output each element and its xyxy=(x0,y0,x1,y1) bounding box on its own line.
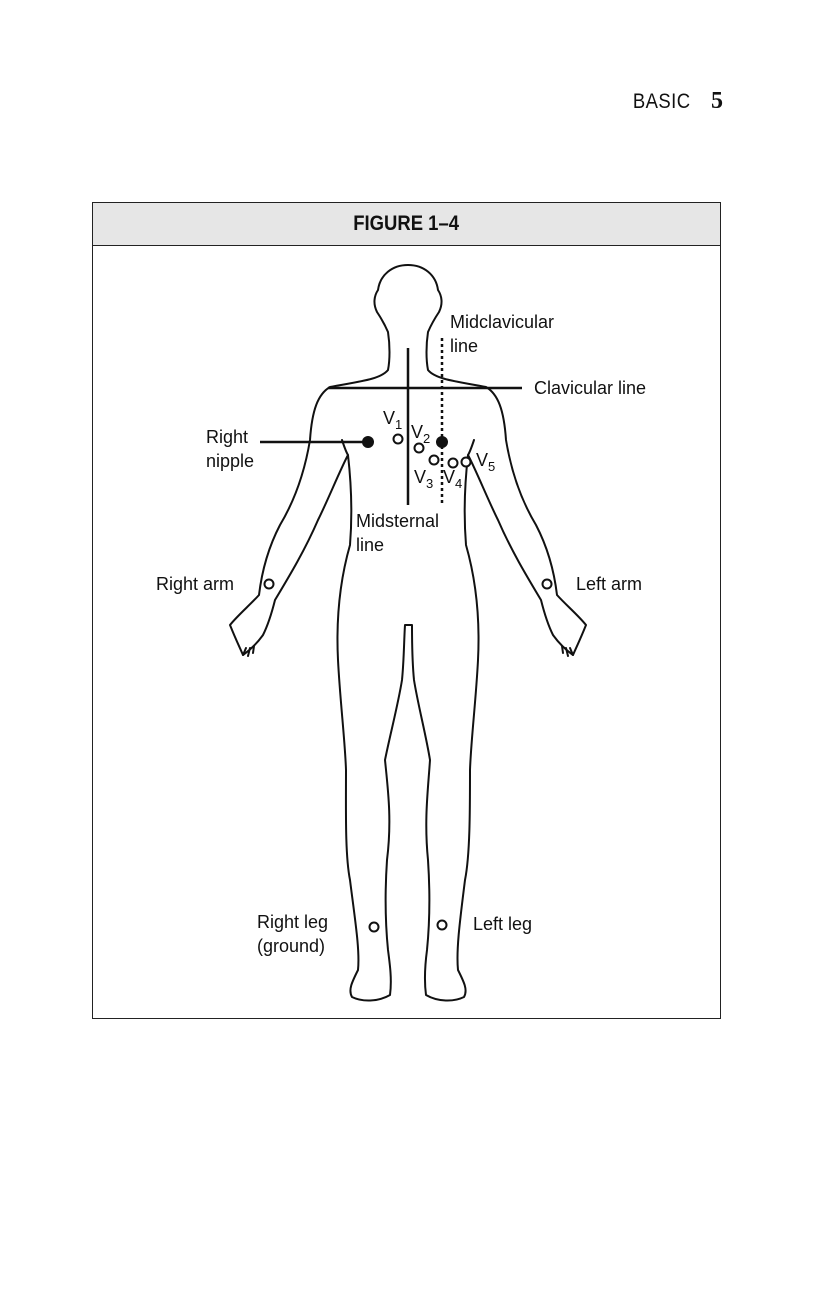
body-outline xyxy=(229,264,587,1002)
electrode-right-arm xyxy=(263,578,275,590)
midclavicular-label-line2: line xyxy=(450,336,478,356)
electrode-left-arm xyxy=(541,578,553,590)
left-armpit-line xyxy=(467,439,475,456)
right-leg-label-line1: Right leg xyxy=(257,912,328,932)
right-hand-fingers xyxy=(242,645,255,657)
electrode-v1 xyxy=(392,433,404,445)
right-arm-label: Right arm xyxy=(156,574,234,594)
running-head-section: BASIC xyxy=(633,90,691,113)
left-nipple-marker xyxy=(436,436,448,448)
electrode-left-leg xyxy=(436,919,448,931)
lead-label-v1: V1 xyxy=(383,408,402,432)
electrode-v2 xyxy=(413,442,425,454)
right-leg-label-line2: (ground) xyxy=(257,936,325,956)
right-nipple-label-line1: Right xyxy=(206,427,248,447)
midclavicular-label-line1: Midclavicular xyxy=(450,312,554,332)
lead-label-v4: V4 xyxy=(443,467,462,491)
electrode-v3 xyxy=(428,454,440,466)
page-number: 5 xyxy=(711,88,723,114)
figure-caption-bar: FIGURE 1–4 xyxy=(93,203,720,246)
figure-caption: FIGURE 1–4 xyxy=(353,212,460,235)
lead-label-v3: V3 xyxy=(414,467,433,491)
left-arm-label: Left arm xyxy=(576,574,642,594)
running-head: BASIC 5 xyxy=(625,88,723,115)
right-nipple-marker xyxy=(362,436,374,448)
figure-box: FIGURE 1–4 xyxy=(92,202,721,1019)
midsternal-label-line2: line xyxy=(356,535,384,555)
lead-label-v2: V2 xyxy=(411,422,430,446)
electrode-right-leg xyxy=(368,921,380,933)
lead-label-v5: V5 xyxy=(476,450,495,474)
left-leg-label: Left leg xyxy=(473,914,532,934)
left-hand-fingers xyxy=(561,645,574,657)
electrode-v5 xyxy=(460,456,472,468)
clavicular-line-label: Clavicular line xyxy=(534,378,646,398)
midsternal-label-line1: Midsternal xyxy=(356,511,439,531)
electrode-v4 xyxy=(447,457,459,469)
right-nipple-label-line2: nipple xyxy=(206,451,254,471)
